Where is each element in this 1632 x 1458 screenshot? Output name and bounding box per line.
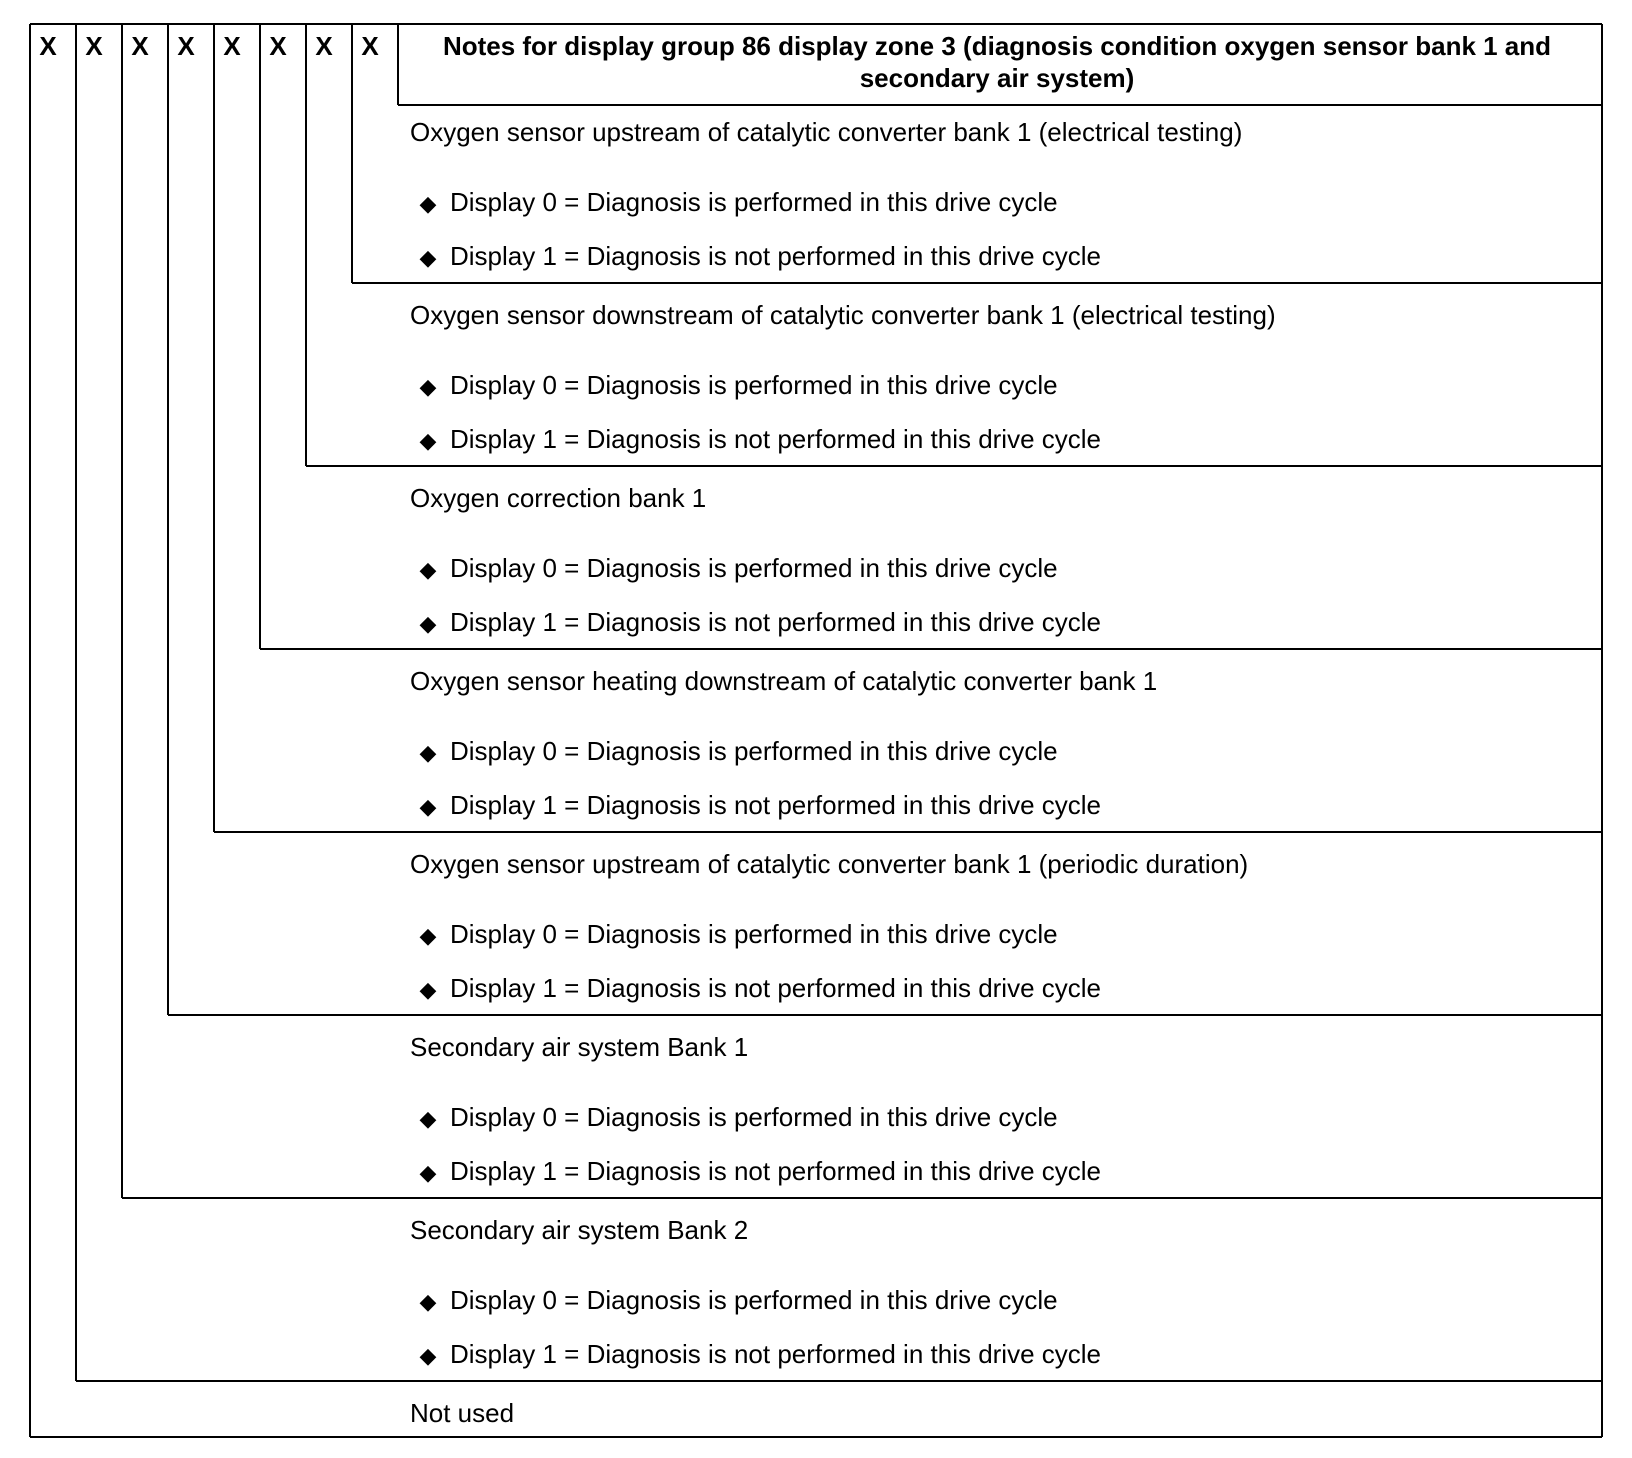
bit-marker-1: X [361,31,379,61]
diamond-bullet-icon: ◆ [419,794,437,819]
diamond-bullet-icon: ◆ [419,557,437,582]
list-item: ◆Display 1 = Diagnosis is not performed … [418,1338,1101,1372]
list-item: ◆Display 1 = Diagnosis is not performed … [418,972,1101,1006]
section-title-5: Oxygen sensor upstream of catalytic conv… [410,849,1249,879]
list-item: ◆Display 0 = Diagnosis is performed in t… [418,1101,1058,1135]
bit-marker-3: X [269,31,287,61]
list-item: ◆Display 0 = Diagnosis is performed in t… [418,552,1058,586]
section-title-2: Oxygen sensor downstream of catalytic co… [410,300,1276,330]
list-item: ◆Display 1 = Diagnosis is not performed … [418,240,1101,274]
diamond-bullet-icon: ◆ [419,1289,437,1314]
diamond-bullet-icon: ◆ [419,1106,437,1131]
diamond-bullet-icon: ◆ [419,977,437,1002]
list-item: ◆Display 0 = Diagnosis is performed in t… [418,918,1058,952]
diamond-bullet-icon: ◆ [419,428,437,453]
not-used-label: Not used [410,1398,515,1428]
diamond-bullet-icon: ◆ [419,740,437,765]
list-item: ◆Display 0 = Diagnosis is performed in t… [418,735,1058,769]
bit-marker-7: X [85,31,103,61]
diamond-bullet-icon: ◆ [419,374,437,399]
bit-marker-5: X [177,31,195,61]
list-item: ◆Display 0 = Diagnosis is performed in t… [418,1284,1058,1318]
list-item: ◆Display 1 = Diagnosis is not performed … [418,423,1101,457]
section-title-7: Secondary air system Bank 2 [410,1215,749,1245]
list-item: ◆Display 1 = Diagnosis is not performed … [418,789,1101,823]
diamond-bullet-icon: ◆ [419,245,437,270]
table-header-title: Notes for display group 86 display zone … [442,31,1552,93]
diamond-bullet-icon: ◆ [419,1160,437,1185]
section-title-3: Oxygen correction bank 1 [410,483,707,513]
bit-marker-4: X [223,31,241,61]
list-item: ◆Display 1 = Diagnosis is not performed … [418,1155,1101,1189]
bit-marker-6: X [131,31,149,61]
bit-marker-8: X [39,31,57,61]
section-title-6: Secondary air system Bank 1 [410,1032,749,1062]
section-title-4: Oxygen sensor heating downstream of cata… [410,666,1158,696]
diamond-bullet-icon: ◆ [419,923,437,948]
list-item: ◆Display 0 = Diagnosis is performed in t… [418,186,1058,220]
diamond-bullet-icon: ◆ [419,191,437,216]
bit-marker-2: X [315,31,333,61]
section-title-1: Oxygen sensor upstream of catalytic conv… [410,117,1243,147]
list-item: ◆Display 1 = Diagnosis is not performed … [418,606,1101,640]
list-item: ◆Display 0 = Diagnosis is performed in t… [418,369,1058,403]
diamond-bullet-icon: ◆ [419,1343,437,1368]
diamond-bullet-icon: ◆ [419,611,437,636]
